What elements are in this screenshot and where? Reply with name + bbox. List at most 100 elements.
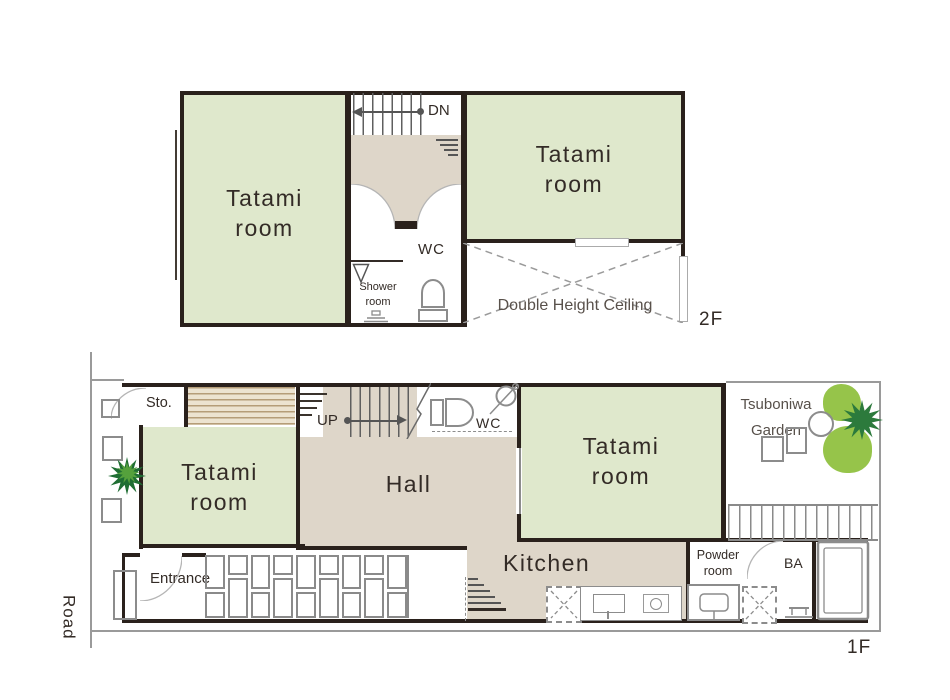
path-edge-line xyxy=(407,555,409,618)
paving-stone xyxy=(341,555,362,589)
door-swing-icon xyxy=(351,184,395,229)
step-line xyxy=(448,154,458,156)
paving-stone xyxy=(205,592,225,618)
stair-arrow-line xyxy=(360,111,421,113)
stairs-down xyxy=(353,93,423,135)
window xyxy=(575,238,629,247)
wall xyxy=(461,239,685,243)
wall xyxy=(122,619,868,623)
arrow-head-icon xyxy=(352,107,362,117)
window xyxy=(679,256,688,322)
paving-stone xyxy=(318,578,339,618)
paving-stone xyxy=(296,592,316,618)
stair-arrow-line xyxy=(349,420,399,422)
paving-stone xyxy=(227,578,248,618)
sliding-door-line xyxy=(432,431,512,432)
step-line xyxy=(468,602,501,604)
stone-column xyxy=(227,555,248,618)
paving-stone xyxy=(296,555,316,589)
hall-label: Hall xyxy=(385,471,432,497)
bush-icon xyxy=(823,426,872,473)
step-line xyxy=(468,608,506,611)
stone-column xyxy=(318,555,339,618)
stepping-stone xyxy=(761,436,784,462)
wall xyxy=(721,383,726,542)
stone-path xyxy=(205,555,408,618)
step-line xyxy=(300,414,312,416)
stair-break-line xyxy=(406,383,431,439)
step-line xyxy=(300,400,322,402)
wall xyxy=(122,553,140,557)
wall xyxy=(180,323,467,327)
shower-wall-line xyxy=(351,260,403,262)
washbasin-icon xyxy=(489,382,520,415)
paving-stone xyxy=(341,592,362,618)
kitchen-counter xyxy=(580,586,682,621)
bath-label: BA xyxy=(784,555,803,571)
toilet-icon xyxy=(430,398,474,427)
toilet-icon xyxy=(418,279,448,322)
wall xyxy=(681,91,685,258)
burner-icon xyxy=(650,598,662,610)
paving-stone xyxy=(387,555,408,589)
f1-tatami-left-room xyxy=(143,427,296,544)
site-boundary xyxy=(879,381,881,632)
kitchen-sink-icon xyxy=(593,594,625,613)
cross-lines xyxy=(550,590,578,619)
stone-column xyxy=(364,555,385,618)
vanity-sink-icon xyxy=(687,584,740,621)
storage-label: Sto. xyxy=(146,395,172,411)
wall xyxy=(184,383,188,427)
site-boundary xyxy=(90,630,881,632)
paving-stone xyxy=(387,592,408,618)
stepping-stone xyxy=(808,411,834,437)
cross-lines xyxy=(745,590,774,620)
step-line xyxy=(468,596,495,598)
wall xyxy=(122,553,125,623)
stone-column xyxy=(273,555,294,618)
step-line xyxy=(468,584,484,586)
wall xyxy=(395,221,417,229)
road-label: Road xyxy=(59,595,79,640)
wall xyxy=(686,542,690,623)
stairs-up-label: UP xyxy=(317,412,338,429)
shower-stool-icon xyxy=(785,607,813,618)
paving-stone xyxy=(318,555,339,575)
f1-wc-label: WC xyxy=(476,415,502,431)
paving-stone xyxy=(364,555,385,575)
step-line xyxy=(440,144,458,146)
stone-column xyxy=(250,555,271,618)
wall xyxy=(345,91,351,327)
stove-icon xyxy=(643,594,669,613)
wall xyxy=(122,383,726,387)
stepping-stone xyxy=(102,436,123,461)
door-swing-icon xyxy=(747,541,783,579)
stepping-stone xyxy=(101,498,122,523)
kitchen-label: Kitchen xyxy=(503,550,591,576)
stairs-dn-label: DN xyxy=(428,102,450,119)
wall xyxy=(139,425,143,549)
f2-wc-label: WC xyxy=(418,241,445,258)
wall xyxy=(180,91,184,327)
stairs-up xyxy=(350,387,417,437)
door-swing-icon xyxy=(417,184,461,229)
washing-machine-icon xyxy=(742,586,777,624)
paving-stone xyxy=(250,592,271,618)
stone-column xyxy=(205,555,225,618)
door-swing-icon xyxy=(140,556,182,601)
stone-column xyxy=(387,555,408,618)
arrow-start-dot xyxy=(417,108,424,115)
wall xyxy=(517,538,868,542)
paving-stone xyxy=(205,555,225,589)
drain-icon xyxy=(364,310,388,323)
void-cross-icon xyxy=(463,243,683,323)
step-line xyxy=(468,578,478,580)
hall-floor xyxy=(323,387,350,437)
